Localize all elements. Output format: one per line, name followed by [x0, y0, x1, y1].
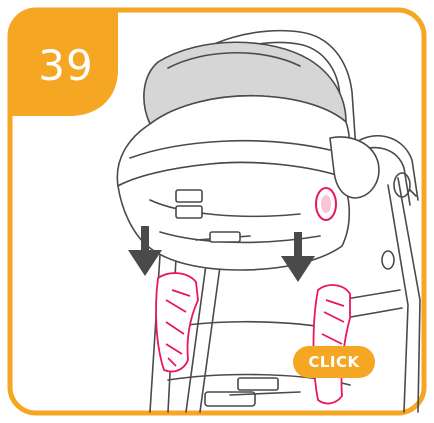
click-callout-label: CLICK	[293, 346, 375, 378]
step-number: 39	[12, 14, 120, 116]
release-knob	[316, 188, 336, 220]
